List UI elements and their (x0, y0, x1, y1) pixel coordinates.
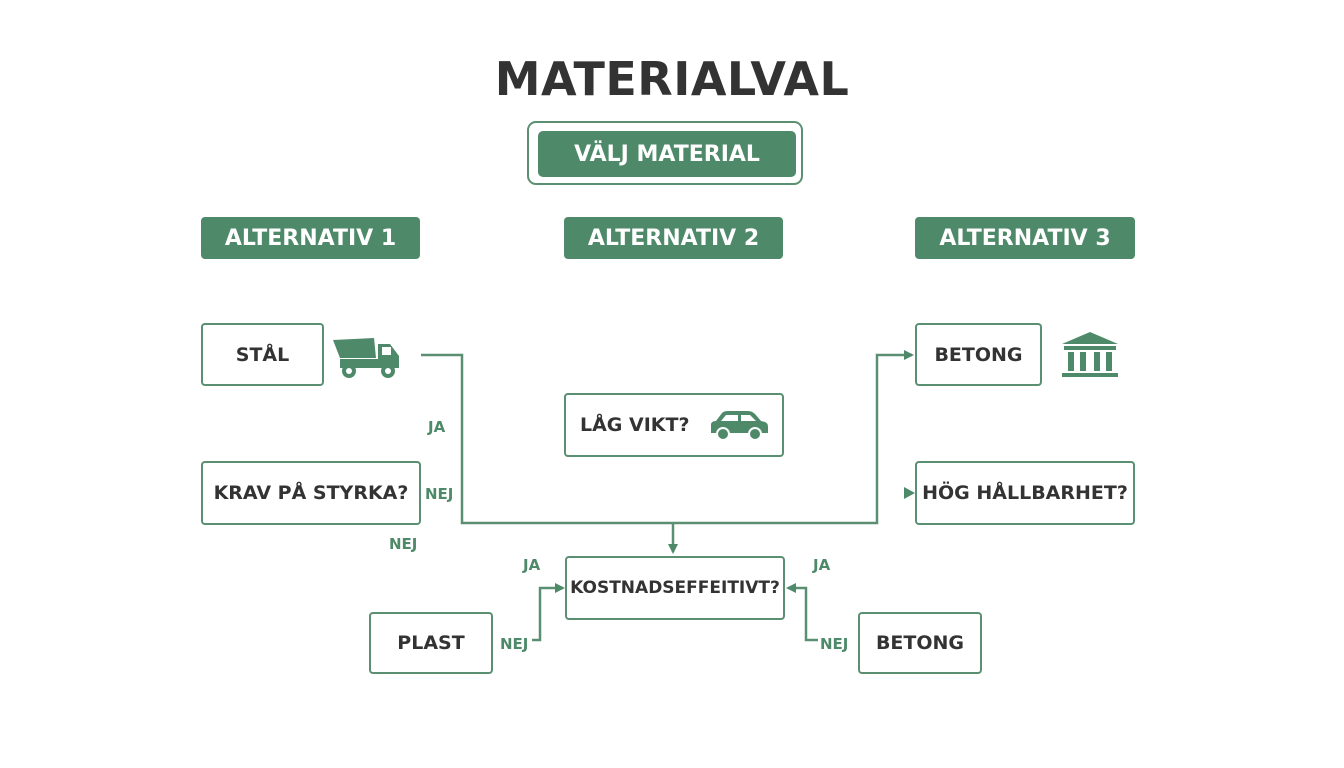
connector-plast (532, 583, 565, 642)
connector-stal (421, 353, 673, 525)
node-kostnadseffektivt: KOSTNADSEFFEITIVT? (565, 556, 785, 620)
node-hog-hallbarhet: HÖG HÅLLBARHET? (915, 461, 1135, 525)
label-ja: JA (813, 556, 831, 574)
label-nej: NEJ (389, 535, 418, 553)
connector-betong-bottom (786, 583, 818, 642)
header-alternative-3: ALTERNATIV 3 (915, 217, 1135, 259)
label-ja: JA (428, 418, 446, 436)
label-nej: NEJ (820, 635, 849, 653)
header-alternative-1: ALTERNATIV 1 (201, 217, 420, 259)
choose-material-button[interactable]: VÄLJ MATERIAL (538, 131, 796, 177)
header-alternative-2: ALTERNATIV 2 (564, 217, 783, 259)
node-krav-pa-styrka: KRAV PÅ STYRKA? (201, 461, 421, 525)
node-plast: PLAST (369, 612, 493, 674)
car-icon (711, 411, 768, 441)
page-title: MATERIALVAL (494, 52, 850, 106)
arrow-hog-hallbarhet (904, 487, 915, 499)
node-stal: STÅL (201, 323, 324, 386)
label-nej: NEJ (425, 485, 454, 503)
node-betong-bottom: BETONG (858, 612, 982, 674)
connector-betong (673, 350, 914, 525)
dump-truck-icon (333, 338, 399, 378)
bank-building-icon (1062, 332, 1118, 377)
label-ja: JA (523, 556, 541, 574)
node-betong-top: BETONG (915, 323, 1042, 386)
label-nej: NEJ (500, 635, 529, 653)
main-button-frame (527, 121, 803, 185)
